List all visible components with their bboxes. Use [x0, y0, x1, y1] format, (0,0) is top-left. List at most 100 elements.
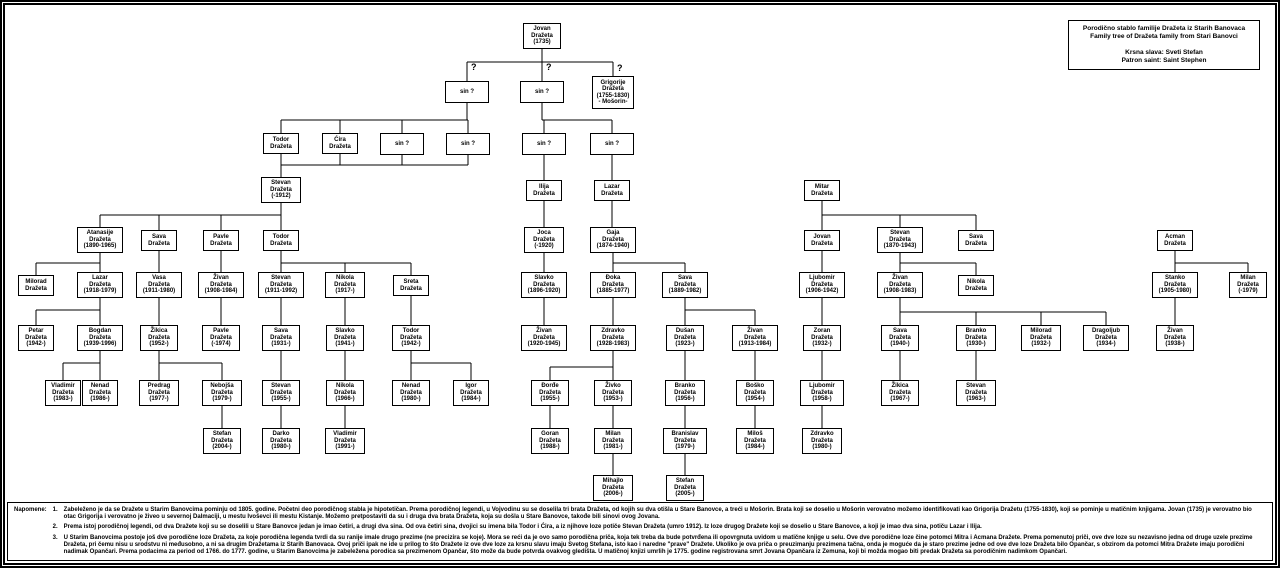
person-node-mihajlo-2006: Mihajlo Dražeta (2006-)	[593, 475, 633, 501]
person-node-jovan-2: Jovan Dražeta	[804, 230, 840, 251]
person-node-milos-1984: Miloš Dražeta (1984-)	[736, 428, 774, 454]
person-node-bogdan-1939: Bogdan Dražeta (1939-1996)	[77, 325, 123, 351]
person-node-dragoljub-1934: Dragoljub Dražeta (1934-)	[1083, 325, 1129, 351]
person-node-ljubomir-1906: Ljubomir Dražeta (1906-1942)	[799, 272, 845, 298]
person-node-pavle-d1974: Pavle Dražeta (-1974)	[202, 325, 240, 351]
person-node-sava-1: Sava Dražeta	[141, 230, 177, 251]
person-node-lazar-1918: Lazar Dražeta (1918-1979)	[77, 272, 123, 298]
person-node-igor-1984: Igor Dražeta (1984-)	[453, 380, 489, 406]
person-node-zdravko-1980: Zdravko Dražeta (1980-)	[802, 428, 842, 454]
note-item-1: 1. Zabeleženo je da se Dražete u Starim …	[53, 507, 1266, 521]
note-text: Zabeleženo je da se Dražete u Starim Ban…	[63, 507, 1252, 521]
person-node-jovan-1735: Jovan Dražeta (1735)	[523, 23, 561, 49]
person-node-unknown-son-2: sin ?	[520, 81, 564, 103]
person-node-gaja-1874: Gaja Dražeta (1874-1940)	[590, 227, 636, 253]
person-node-sreta: Sreta Dražeta	[393, 275, 429, 296]
person-node-zdravko-1928: Zdravko Dražeta (1928-1983)	[590, 325, 636, 351]
person-node-milorad-1: Milorad Dražeta	[18, 275, 54, 296]
person-node-nenad-1980: Nenad Dražeta (1980-)	[392, 380, 430, 406]
connectors-top-generations	[280, 36, 614, 190]
person-node-sava-1931: Sava Dražeta (1931-)	[262, 325, 300, 351]
notes-list: 1. Zabeleženo je da se Dražete u Starim …	[53, 507, 1266, 556]
person-node-cira: Ćira Dražeta	[322, 133, 358, 154]
notes-section: Napomene: 1. Zabeleženo je da se Dražete…	[7, 502, 1273, 561]
person-node-nenad-1986: Nenad Dražeta (1986-)	[82, 380, 118, 406]
person-node-slavko-1896: Slavko Dražeta (1896-1920)	[521, 272, 567, 298]
person-node-stefan-2004: Stefan Dražeta (2004-)	[203, 428, 241, 454]
patron-saint-english: Patron saint: Saint Stephen	[1121, 57, 1207, 64]
person-node-nikola-2: Nikola Dražeta	[958, 275, 994, 296]
person-node-stanko-1905: Stanko Dražeta (1905-1980)	[1152, 272, 1198, 298]
uncertainty-mark-1: ?	[471, 62, 477, 72]
person-node-unknown-son-6: sin ?	[590, 133, 634, 155]
person-node-mitar: Mitar Dražeta	[804, 180, 840, 201]
person-node-zivan-1908-1984: Živan Dražeta (1908-1984)	[198, 272, 244, 298]
title-english: Family tree of Dražeta family from Stari…	[1090, 33, 1238, 40]
note-item-3: 3. U Starim Banovcima postoje još dve po…	[53, 535, 1266, 557]
person-node-stevan-1963: Stevan Dražeta (1963-)	[956, 380, 996, 406]
person-node-zivan-1938: Živan Dražeta (1938-)	[1156, 325, 1194, 351]
person-node-joca-d1920: Joca Dražeta (-1920)	[524, 227, 564, 253]
person-node-stevan-1911: Stevan Dražeta (1911-1992)	[258, 272, 304, 298]
person-node-branko-1956: Branko Dražeta (1956-)	[665, 380, 705, 406]
person-node-darko-1980: Darko Dražeta (1980-)	[262, 428, 300, 454]
person-node-unknown-son-4: sin ?	[446, 133, 490, 155]
person-node-goran-1988: Goran Dražeta (1988-)	[531, 428, 569, 454]
note-text: Prema istoj porodičnoj legendi, od dva D…	[63, 524, 982, 531]
person-node-nikola-1966: Nikola Dražeta (1966-)	[326, 380, 364, 406]
person-node-bosko-1954: Boško Dražeta (1954-)	[736, 380, 774, 406]
person-node-nebojsa-1979: Nebojša Dražeta (1979-)	[202, 380, 242, 406]
note-number: 2.	[52, 524, 58, 531]
person-node-stevan-1870: Stevan Dražeta (1870-1943)	[877, 227, 923, 253]
person-node-lazar-sr: Lazar Dražeta	[594, 180, 630, 201]
person-node-pavle-1: Pavle Dražeta	[203, 230, 239, 251]
person-node-unknown-son-1: sin ?	[445, 81, 489, 103]
person-node-milan-d1979: Milan Dražeta (-1979)	[1229, 272, 1267, 298]
person-node-stevan-d1912: Stevan Dražeta (-1912)	[261, 177, 301, 203]
person-node-unknown-son-3: sin ?	[380, 133, 424, 155]
person-node-djordje-1955: Đorđe Dražeta (1955-)	[531, 380, 569, 406]
note-text: U Starim Banovcima postoje još dve porod…	[63, 534, 1253, 556]
person-node-stevan-1955: Stevan Dražeta (1955-)	[262, 380, 300, 406]
person-node-branislav-1979: Branislav Dražeta (1979-)	[663, 428, 707, 454]
person-node-zivan-1920: Živan Dražeta (1920-1945)	[521, 325, 567, 351]
person-node-vladimir-1983: Vladimir Dražeta (1983-)	[45, 380, 81, 406]
note-number: 3.	[52, 534, 58, 541]
person-node-petar-1942: Petar Dražeta (1942-)	[18, 325, 54, 351]
person-node-predrag-1977: Predrag Dražeta (1977-)	[139, 380, 179, 406]
person-node-branko-1930: Branko Dražeta (1930-)	[956, 325, 996, 351]
person-node-dusan-1923: Dušan Dražeta (1923-)	[666, 325, 704, 351]
uncertainty-mark-2: ?	[546, 62, 552, 72]
person-node-ilija: Ilija Dražeta	[526, 180, 562, 201]
title-box: Porodično stablo familije Dražeta iz Sta…	[1068, 20, 1260, 70]
person-node-sava-1889: Sava Dražeta (1889-1982)	[662, 272, 708, 298]
person-node-zikica-1967: Žikica Dražeta (1967-)	[881, 380, 919, 406]
title-serbian: Porodično stablo familije Dražeta iz Sta…	[1082, 25, 1246, 32]
person-node-todor-sr: Todor Dražeta	[263, 133, 299, 154]
person-node-ljubomir-1958: Ljubomir Dražeta (1958-)	[800, 380, 844, 406]
person-node-unknown-son-5: sin ?	[522, 133, 566, 155]
person-node-sava-2: Sava Dražeta	[958, 230, 994, 251]
person-node-nikola-1917: Nikola Dražeta (1917-)	[325, 272, 365, 298]
connectors-bottom-generations	[62, 338, 977, 488]
person-node-vladimir-1991: Vladimir Dražeta (1991-)	[325, 428, 365, 454]
person-node-milorad-1932: Milorad Dražeta (1932-)	[1021, 325, 1061, 351]
patron-saint-serbian: Krsna slava: Sveti Stefan	[1125, 49, 1203, 56]
tree-connector-lines	[35, 36, 1249, 488]
person-node-vasa-1911: Vasa Dražeta (1911-1980)	[136, 272, 182, 298]
note-item-2: 2. Prema istoj porodičnoj legendi, od dv…	[53, 524, 1266, 531]
person-node-grigorije-1755: Grigorije Dražeta (1755-1830) - Mošorin-	[592, 76, 634, 109]
person-node-todor-1942: Todor Dražeta (1942-)	[392, 325, 430, 351]
person-node-zoran-1932: Zoran Dražeta (1932-)	[803, 325, 841, 351]
person-node-stefan-2005: Stefan Dražeta (2005-)	[666, 475, 704, 501]
person-node-zivan-1908-1983: Živan Dražeta (1908-1983)	[877, 272, 923, 298]
person-node-slavko-1941: Slavko Dražeta (1941-)	[326, 325, 364, 351]
person-node-djoka-1885: Đoka Dražeta (1885-1977)	[590, 272, 636, 298]
person-node-sava-1940: Sava Dražeta (1940-)	[881, 325, 919, 351]
person-node-milan-1981: Milan Dražeta (1981-)	[594, 428, 632, 454]
person-node-todor-2: Todor Dražeta	[263, 230, 299, 251]
uncertainty-mark-3: ?	[617, 63, 623, 73]
person-node-zivan-1913: Živan Dražeta (1913-1984)	[732, 325, 778, 351]
person-node-acman: Acman Dražeta	[1157, 230, 1193, 251]
